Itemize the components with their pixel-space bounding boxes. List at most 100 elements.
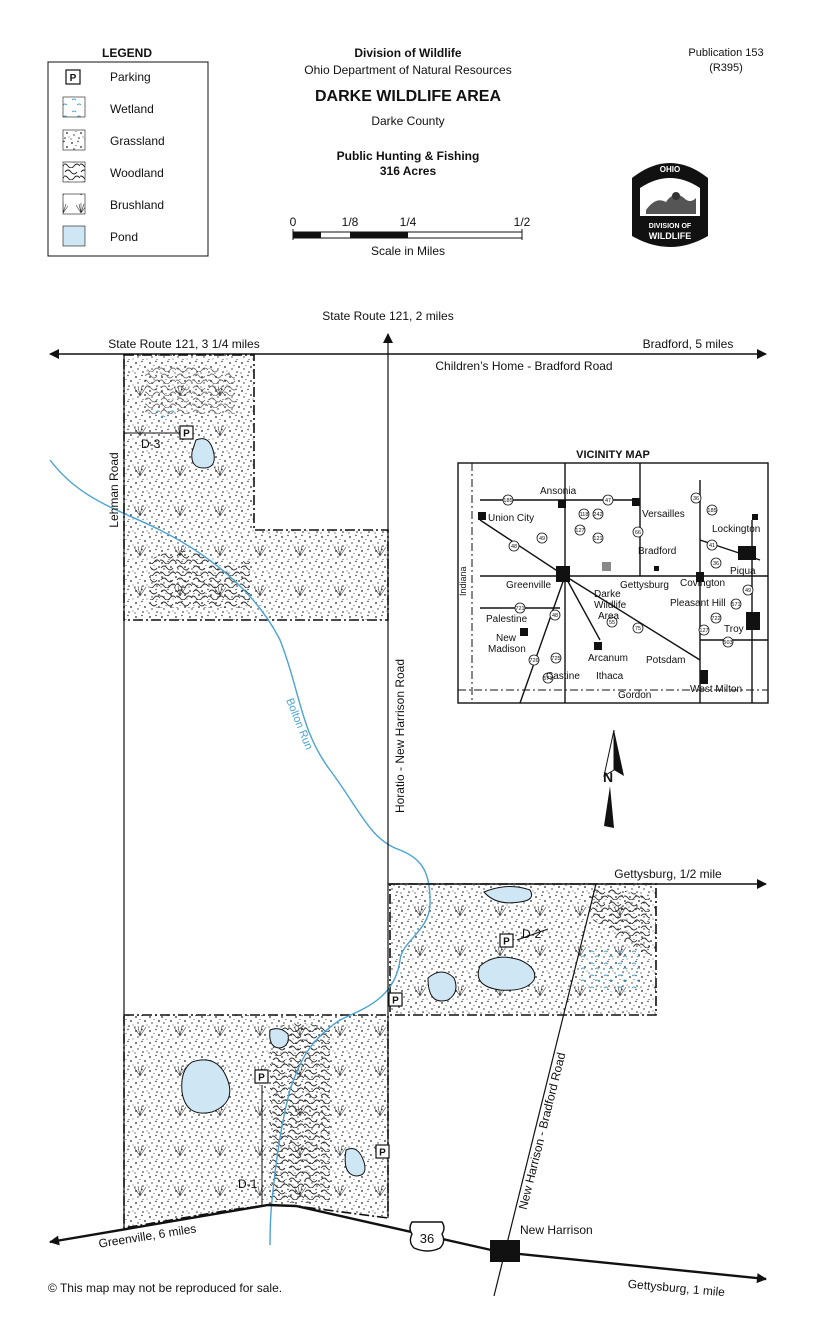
scale-tick-quarter: 1/4	[400, 215, 417, 229]
wildlife-logo: OHIO DIVISION OF WILDLIFE	[632, 163, 708, 247]
place-troy: Troy	[724, 624, 744, 635]
bolton-run-label: Bolton Run	[283, 697, 315, 752]
parking-horatio: P	[388, 992, 403, 1007]
place-potsdam: Potsdam	[646, 655, 685, 666]
horatio-road-label: Horatio - New Harrison Road	[393, 659, 407, 813]
legend-label-woodland: Woodland	[110, 166, 164, 180]
parking-d1-east: P	[375, 1144, 390, 1159]
place-new: New	[496, 633, 517, 644]
place-ithaca: Ithaca	[596, 671, 624, 682]
place-palestine: Palestine	[486, 614, 528, 625]
new-harrison-town-marker	[490, 1240, 520, 1262]
legend-wetland: Wetland	[62, 96, 154, 118]
logo-bottom-text-2: WILDLIFE	[649, 231, 692, 241]
unit-d3-label: D-3	[141, 437, 161, 451]
place-union-city: Union City	[488, 513, 534, 524]
shield-label-16: 721	[515, 606, 524, 612]
new-harrison-bradford-label: New Harrison - Bradford Road	[516, 1051, 569, 1211]
sr121-north-label: State Route 121, 2 miles	[322, 309, 453, 323]
division-title: Division of Wildlife	[354, 46, 462, 60]
parking-horatio-symbol: P	[392, 996, 399, 1007]
scale-tick-0: 0	[290, 215, 297, 229]
parking-d1-north-symbol: P	[258, 1073, 265, 1084]
shield-label-22: 503	[723, 640, 732, 646]
legend-pond: Pond	[62, 225, 138, 247]
department-name: Ohio Department of Natural Resources	[304, 63, 511, 77]
legend-title: LEGEND	[102, 46, 152, 60]
us36-shield: 36	[409, 1221, 445, 1252]
shield-label-20: 722	[711, 616, 720, 622]
place-greenville: Greenville	[506, 580, 551, 591]
legend-label-brushland: Brushland	[110, 198, 164, 212]
parking-d3: P	[179, 425, 194, 440]
new-harrison-bradford-road	[493, 883, 597, 1297]
place-wildlife: Wildlife	[594, 600, 627, 611]
place-west-milton: West Milton	[690, 684, 742, 695]
parking-d1-north: P	[254, 1069, 269, 1084]
legend-woodland: Woodland	[62, 161, 164, 183]
gettysburg-half-label: Gettysburg, 1/2 mile	[614, 867, 722, 881]
us-route-36	[49, 1203, 767, 1284]
gettysburg-one-label: Gettysburg, 1 mile	[627, 1277, 726, 1299]
legend: LEGEND P Parking Wetland Grassland Woodl…	[47, 46, 209, 257]
place-bradford: Bradford	[638, 546, 676, 557]
parking-d1-east-symbol: P	[379, 1148, 386, 1159]
county-name: Darke County	[371, 114, 444, 128]
place-lockington: Lockington	[712, 524, 760, 535]
shield-label-8: 48	[511, 544, 517, 550]
shield-label-2: 47	[605, 498, 611, 504]
shield-label-24: 725	[551, 656, 560, 662]
parcel-north	[123, 354, 389, 621]
shield-label-4: 242	[593, 512, 602, 518]
acres-text: 316 Acres	[380, 164, 437, 178]
parcel-east	[389, 883, 657, 1016]
place-gordon: Gordon	[618, 690, 651, 701]
shield-label-10: 36	[693, 496, 699, 502]
logo-top-text: OHIO	[660, 165, 680, 174]
parcel-south	[123, 1014, 389, 1229]
parking-d2: P	[499, 933, 514, 948]
legend-label-parking: Parking	[110, 70, 151, 84]
bolton-run-stream	[49, 459, 431, 1246]
publication-code: (R395)	[709, 62, 743, 74]
shield-label-7: 49	[539, 536, 545, 542]
north-arrow: N	[603, 729, 624, 828]
copyright-notice: © This map may not be reproduced for sal…	[48, 1281, 282, 1295]
legend-parking: P Parking	[65, 69, 151, 85]
childrens-home-label: Children’s Home - Bradford Road	[435, 359, 612, 373]
place-pleasant-hill: Pleasant Hill	[670, 598, 726, 609]
parking-d2-symbol: P	[503, 937, 510, 948]
place-versailles: Versailles	[642, 509, 685, 520]
place-castine: Castine	[546, 671, 580, 682]
parking-symbol: P	[70, 73, 77, 84]
place-covington: Covington	[680, 578, 725, 589]
sr121-west-label: State Route 121, 3 1/4 miles	[108, 337, 259, 351]
shield-label-13: 36	[713, 561, 719, 567]
legend-brushland: Brushland	[62, 193, 164, 215]
shield-label-1: 185	[503, 498, 512, 504]
publication-number: Publication 153	[688, 47, 763, 59]
shield-label-15: 571	[731, 602, 740, 608]
place-indiana: Indiana	[458, 566, 468, 596]
scale-tick-half: 1/2	[514, 215, 531, 229]
shield-label-25: 571	[543, 676, 552, 682]
place-madison: Madison	[488, 644, 526, 655]
unit-d1-label: D-1	[238, 1177, 258, 1191]
unit-d2-label: D-2	[522, 927, 542, 941]
shield-label-3: 118	[580, 512, 589, 518]
usage-text: Public Hunting & Fishing	[337, 149, 480, 163]
shield-label-21: 127	[699, 628, 708, 634]
shield-label-5: 127	[575, 528, 584, 534]
vicinity-title: VICINITY MAP	[576, 449, 650, 461]
place-ansonia: Ansonia	[540, 486, 577, 497]
legend-label-pond: Pond	[110, 230, 138, 244]
scale-bar: 0 1/8 1/4 1/2 Scale in Miles	[290, 215, 531, 258]
scale-tick-eighth: 1/8	[342, 215, 359, 229]
pond-d3	[191, 438, 215, 469]
logo-bottom-text-1: DIVISION OF	[649, 223, 692, 230]
shield-label-11: 185	[707, 508, 716, 514]
place-area: Area	[598, 611, 620, 622]
shield-label-6: 121	[593, 536, 602, 542]
place-arcanum: Arcanum	[588, 653, 628, 664]
scale-caption: Scale in Miles	[371, 244, 445, 258]
